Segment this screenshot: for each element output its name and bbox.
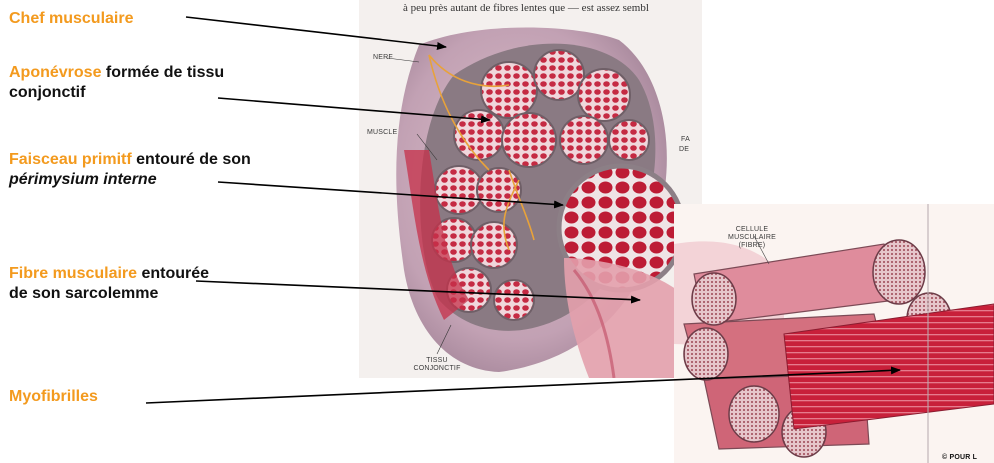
caption-nerf: NERF <box>373 54 393 62</box>
caption-cellule-line1: CELLULE MUSCULAIRE <box>728 226 776 241</box>
muscle-cross-section-illustration: à peu près autant de fibres lentes que —… <box>359 0 702 378</box>
caption-tissu-line1: TISSU <box>426 357 448 364</box>
label-fibre-musculaire: Fibre musculaire entourée de son sarcole… <box>9 264 219 304</box>
caption-tissu-line2: CONJONCTIF <box>413 365 460 372</box>
caption-cellule-musculaire: CELLULE MUSCULAIRE (FIBRE) <box>712 226 792 250</box>
label-myofibrilles-highlight: Myofibrilles <box>9 388 98 405</box>
label-myofibrilles: Myofibrilles <box>9 387 98 407</box>
illustration-top-text: à peu près autant de fibres lentes que —… <box>403 2 649 14</box>
label-chef-highlight: Chef musculaire <box>9 10 133 27</box>
label-aponevrose: Aponévrose formée de tissu conjonctif <box>9 63 259 103</box>
muscle-cross-section-drawing <box>359 0 702 378</box>
muscle-fibre-zoom-illustration: CELLULE MUSCULAIRE (FIBRE) © POUR L <box>674 204 994 463</box>
label-faisceau-primitif: Faisceau primitf entouré de son périmysi… <box>9 150 259 190</box>
label-faisceau-highlight: Faisceau primitf <box>9 151 132 168</box>
label-chef-musculaire: Chef musculaire <box>9 9 133 29</box>
caption-cellule-line2: (FIBRE) <box>739 242 766 249</box>
label-fibre-highlight: Fibre musculaire <box>9 265 137 282</box>
label-faisceau-italic: périmysium interne <box>9 171 157 188</box>
caption-de: DE <box>679 146 689 154</box>
caption-credit: © POUR L <box>942 454 977 462</box>
label-aponevrose-highlight: Aponévrose <box>9 64 101 81</box>
label-faisceau-rest: entouré de son <box>132 151 251 168</box>
caption-fa: FA <box>681 136 690 144</box>
caption-muscle: MUSCLE <box>367 129 397 137</box>
caption-tissu-conjonctif: TISSU CONJONCTIF <box>407 357 467 373</box>
